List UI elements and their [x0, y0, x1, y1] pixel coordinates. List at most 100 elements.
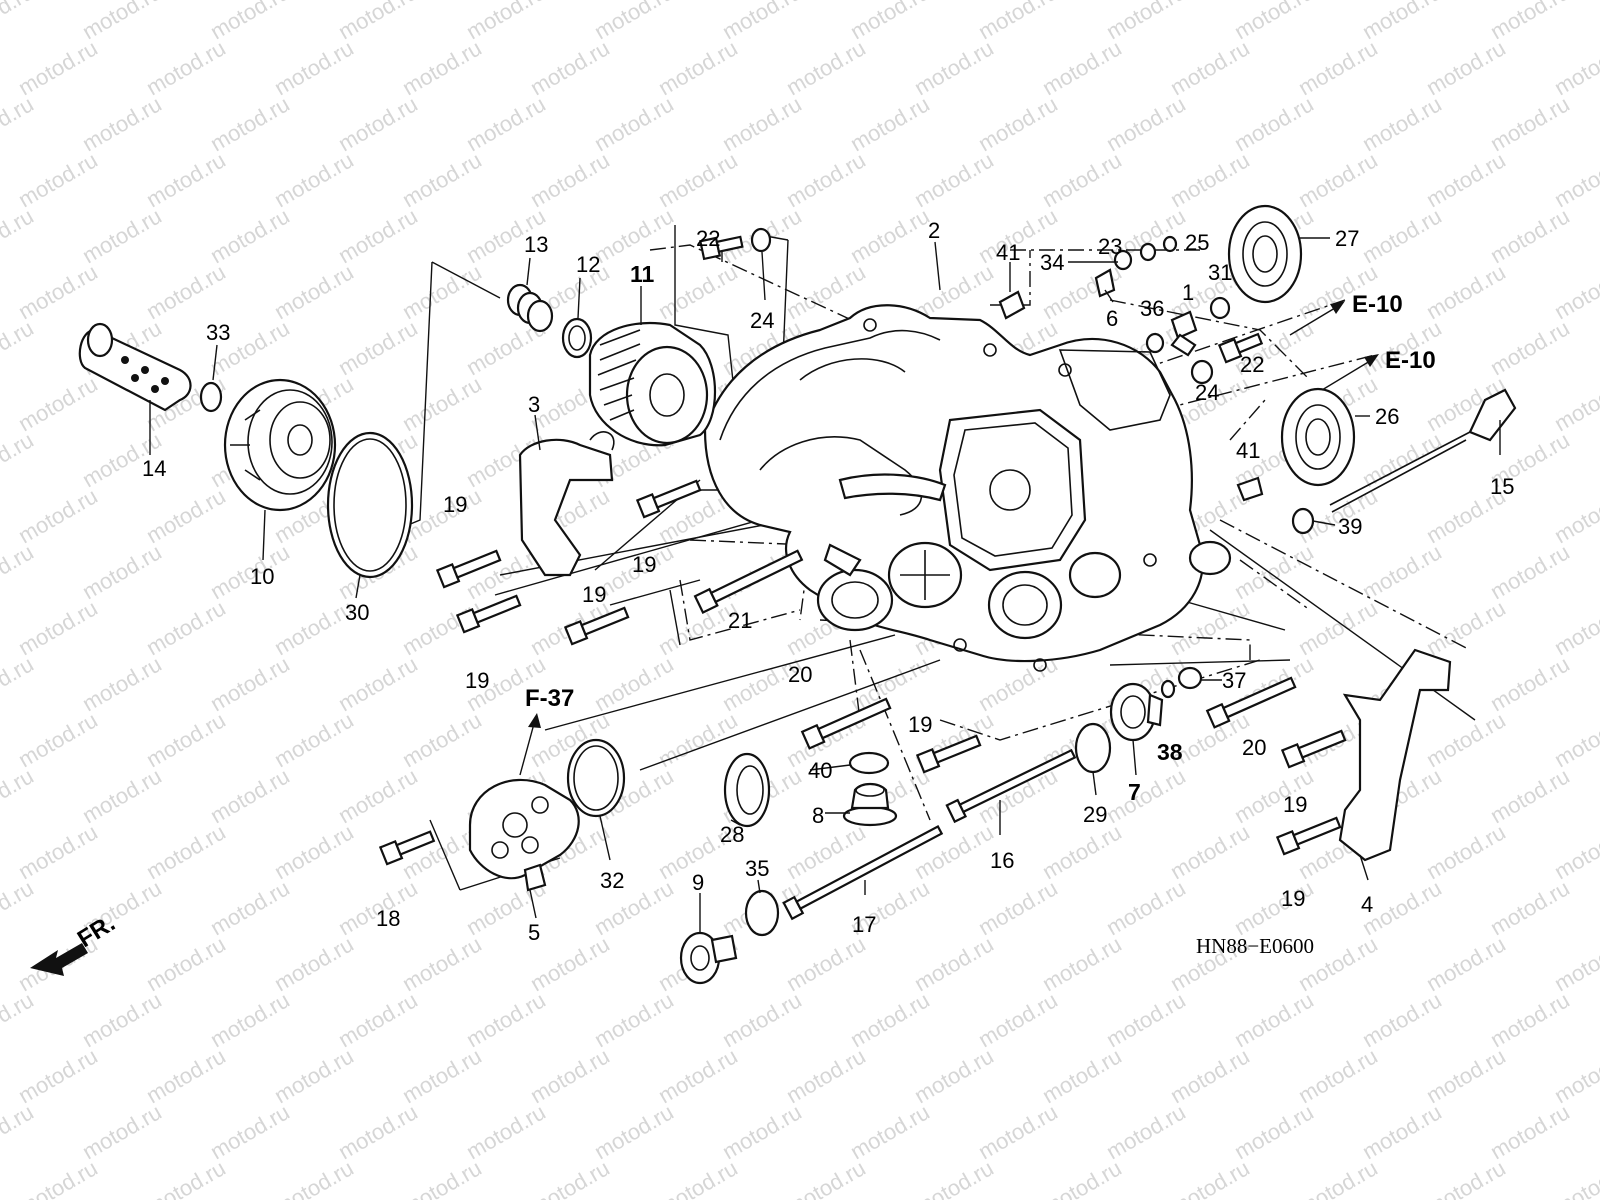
watermark-text: motod.ru — [1358, 427, 1446, 492]
watermark-text: motod.ru — [1422, 1043, 1510, 1108]
watermark-text: motod.ru — [1038, 1155, 1126, 1200]
watermark-text: motod.ru — [206, 203, 294, 268]
watermark-text: motod.ru — [1038, 147, 1126, 212]
bolt-20a — [800, 697, 892, 750]
watermark-text: motod.ru — [1486, 0, 1574, 44]
callout-37: 37 — [1222, 668, 1246, 693]
watermark-text: motod.ru — [1166, 819, 1254, 884]
bolt-17 — [782, 824, 944, 921]
watermark-text: motod.ru — [1358, 1099, 1446, 1164]
dipstick — [1329, 388, 1517, 513]
callout-19-c: 19 — [582, 582, 606, 607]
watermark-text: motod.ru — [1038, 931, 1126, 996]
callout-6: 6 — [1106, 306, 1118, 331]
reference-e10-upper: E-10 — [1352, 291, 1403, 318]
callout-1: 1 — [1182, 280, 1194, 305]
bolt-22a — [699, 235, 744, 261]
watermark-text: motod.ru — [782, 1043, 870, 1108]
watermark-text: motod.ru — [1038, 35, 1126, 100]
watermark-text: motod.ru — [846, 91, 934, 156]
watermark-text: motod.ru — [1294, 595, 1382, 660]
callout-16: 16 — [990, 848, 1014, 873]
watermark-text: motod.ru — [398, 371, 486, 436]
watermark-text: motod.ru — [1230, 987, 1318, 1052]
callout-27: 27 — [1335, 226, 1359, 251]
watermark-text: motod.ru — [1486, 315, 1574, 380]
callout-24-b: 24 — [1195, 380, 1219, 405]
watermark-text: motod.ru — [974, 875, 1062, 940]
callout-34: 34 — [1040, 250, 1064, 275]
watermark-text: motod.ru — [718, 0, 806, 44]
watermark-text: motod.ru — [78, 91, 166, 156]
watermark-text: motod.ru — [1166, 147, 1254, 212]
watermark-text: motod.ru — [782, 1155, 870, 1200]
watermark-text: motod.ru — [78, 1099, 166, 1164]
watermark-text: motod.ru — [0, 315, 38, 380]
watermark-text: motod.ru — [14, 1043, 102, 1108]
watermark-text: motod.ru — [142, 35, 230, 100]
watermark-text: motod.ru — [1486, 91, 1574, 156]
pump-body — [468, 779, 580, 892]
watermark-text: motod.ru — [462, 0, 550, 44]
watermark-text: motod.ru — [1294, 1043, 1382, 1108]
reference-e10-lower: E-10 — [1385, 347, 1436, 374]
watermark-text: motod.ru — [142, 931, 230, 996]
watermark-text: motod.ru — [14, 147, 102, 212]
watermark-text: motod.ru — [1486, 539, 1574, 604]
watermark-text: motod.ru — [718, 1099, 806, 1164]
watermark-text: motod.ru — [1486, 763, 1574, 828]
washer-31 — [1209, 296, 1231, 320]
watermark-text: motod.ru — [270, 35, 358, 100]
watermark-text: motod.ru — [974, 91, 1062, 156]
watermark-text: motod.ru — [846, 987, 934, 1052]
watermark-text: motod.ru — [1422, 931, 1510, 996]
callout-13: 13 — [524, 232, 548, 257]
watermark-text: motod.ru — [78, 203, 166, 268]
dowel-41b — [1236, 476, 1264, 502]
bolt-20b — [1205, 676, 1297, 729]
watermark-text: motod.ru — [1038, 819, 1126, 884]
callout-26: 26 — [1375, 404, 1399, 429]
bolt-21 — [693, 549, 804, 614]
bolt-19e — [915, 734, 982, 774]
watermark-text: motod.ru — [334, 315, 422, 380]
small-parts — [998, 235, 1264, 502]
washer-40 — [848, 751, 890, 775]
watermark-text: motod.ru — [142, 147, 230, 212]
watermark-text: motod.ru — [398, 1043, 486, 1108]
bolt-18 — [378, 830, 436, 866]
watermark-text: motod.ru — [846, 203, 934, 268]
washer-36 — [1145, 332, 1165, 354]
bolt-19c — [635, 479, 702, 519]
callout-21: 21 — [728, 608, 752, 633]
watermark-text: motod.ru — [462, 1099, 550, 1164]
watermark-text: motod.ru — [334, 1099, 422, 1164]
callout-19-f: 19 — [1283, 792, 1307, 817]
watermark-text: motod.ru — [1422, 147, 1510, 212]
watermark-text: motod.ru — [1166, 1043, 1254, 1108]
watermark-text: motod.ru — [654, 147, 742, 212]
watermark-text: motod.ru — [78, 651, 166, 716]
crankcase-cover — [703, 304, 1232, 672]
watermark-text: motod.ru — [334, 203, 422, 268]
watermark-text: motod.ru — [1294, 1155, 1382, 1200]
callout-2: 2 — [928, 218, 940, 243]
watermark-text: motod.ru — [462, 987, 550, 1052]
watermark-text: motod.ru — [1550, 707, 1600, 772]
watermark-text: motod.ru — [0, 0, 38, 44]
watermark-text: motod.ru — [462, 91, 550, 156]
bolt-1 — [1170, 310, 1198, 340]
callout-35: 35 — [745, 856, 769, 881]
watermark-text: motod.ru — [782, 147, 870, 212]
dowel-6 — [1094, 268, 1116, 298]
watermark-text: motod.ru — [526, 35, 614, 100]
watermark-text: motod.ru — [654, 1043, 742, 1108]
watermark-text: motod.ru — [782, 35, 870, 100]
watermark-text: motod.ru — [14, 595, 102, 660]
watermark-text: motod.ru — [1294, 147, 1382, 212]
callout-12: 12 — [576, 252, 600, 277]
callout-24-a: 24 — [750, 308, 774, 333]
washer-33 — [199, 381, 223, 413]
watermark-text: motod.ru — [654, 1155, 742, 1200]
watermark-text: motod.ru — [334, 0, 422, 44]
